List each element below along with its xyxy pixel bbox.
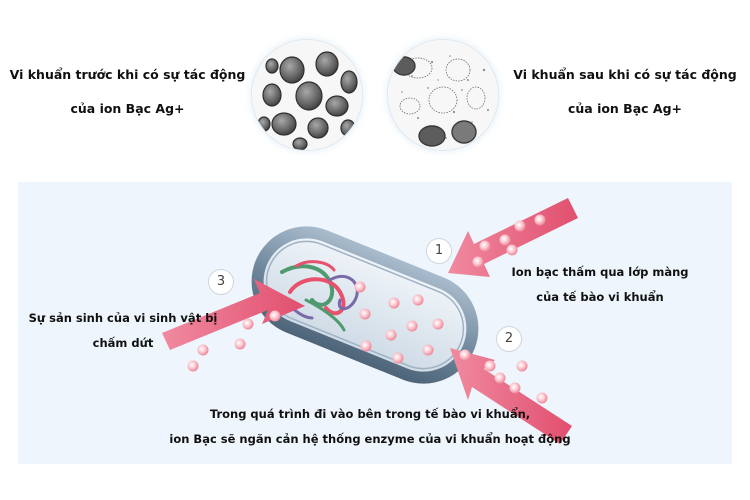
ion xyxy=(359,308,371,320)
micrograph-before xyxy=(252,40,362,150)
step-2-label: Trong quá trình đi vào bên trong tế bào … xyxy=(140,402,600,452)
ion xyxy=(197,344,209,356)
caption-before: Vi khuẩn trước khi có sự tác động của io… xyxy=(0,58,255,126)
ion xyxy=(234,338,246,350)
ion xyxy=(459,349,471,361)
ion xyxy=(354,281,366,293)
ion xyxy=(406,320,418,332)
arrow-3 xyxy=(162,279,305,350)
silver-ions xyxy=(187,214,548,404)
caption-before-line-1: Vi khuẩn trước khi có sự tác động xyxy=(9,67,246,82)
ion xyxy=(499,234,511,246)
ion xyxy=(385,329,397,341)
ion xyxy=(479,240,491,252)
caption-after-line-2: của ion Bạc Ag+ xyxy=(567,101,683,116)
step-1-label: Ion bạc thấm qua lớp màng của tế bào vi … xyxy=(500,260,700,310)
ion xyxy=(484,360,496,372)
ion xyxy=(269,310,281,322)
ion xyxy=(506,244,518,256)
ion xyxy=(360,340,372,352)
caption-before-line-2: của ion Bạc Ag+ xyxy=(70,101,185,116)
ion xyxy=(536,392,548,404)
cell-interior xyxy=(263,238,467,372)
step-3-label: Sự sản sinh của vi sinh vật bị chấm dứt xyxy=(28,306,218,356)
ion xyxy=(516,360,528,372)
caption-after: Vi khuẩn sau khi có sự tác động của ion … xyxy=(500,58,750,126)
step-2-number: 2 xyxy=(496,326,522,352)
caption-after-line-1: Vi khuẩn sau khi có sự tác động xyxy=(513,67,737,82)
arrow-2 xyxy=(450,348,572,444)
micrograph-after xyxy=(388,40,498,150)
ion xyxy=(509,382,521,394)
step-1-line-2: của tế bào vi khuẩn xyxy=(536,290,664,304)
ion xyxy=(412,294,424,306)
ion xyxy=(432,318,444,330)
micrograph-after-image xyxy=(388,40,498,150)
ion xyxy=(472,256,484,268)
arrow-3-shape xyxy=(162,279,305,350)
step-3-line-1: Sự sản sinh của vi sinh vật bị xyxy=(28,311,218,325)
step-3-line-2: chấm dứt xyxy=(92,336,154,350)
step-1-line-1: Ion bạc thấm qua lớp màng xyxy=(511,265,689,279)
ion xyxy=(514,220,526,232)
arrow-2-shape xyxy=(450,348,572,444)
ion xyxy=(242,318,254,330)
step-2-line-2: ion Bạc sẽ ngăn cản hệ thống enzyme của … xyxy=(169,432,571,446)
ion xyxy=(422,344,434,356)
step-3-number: 3 xyxy=(208,269,234,295)
ion xyxy=(388,297,400,309)
ion xyxy=(187,360,199,372)
ion xyxy=(494,372,506,384)
ion xyxy=(392,352,404,364)
step-2-line-1: Trong quá trình đi vào bên trong tế bào … xyxy=(209,407,531,421)
micrograph-before-image xyxy=(252,40,362,150)
ion xyxy=(534,214,546,226)
step-1-number: 1 xyxy=(426,238,452,264)
